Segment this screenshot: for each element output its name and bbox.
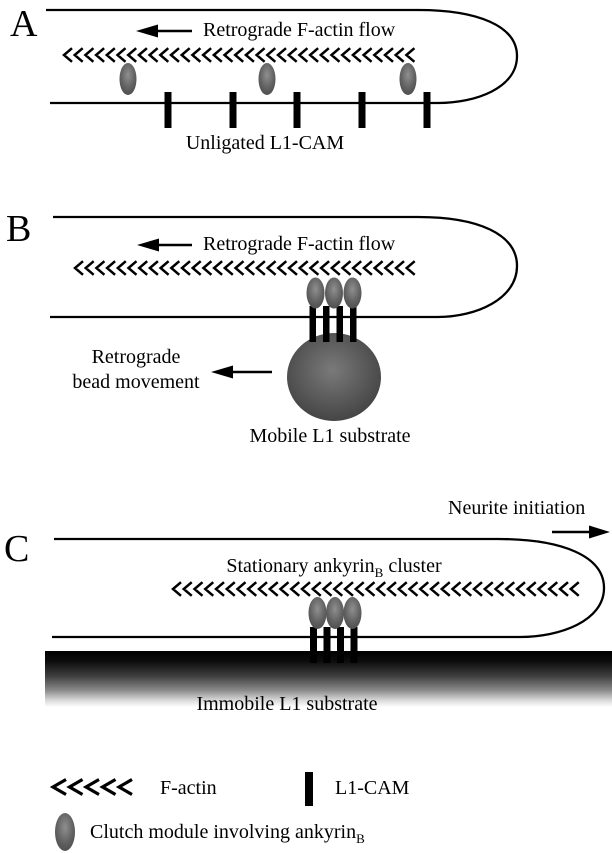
l1cam-bar	[350, 306, 357, 342]
panel-a-caption: Unligated L1-CAM	[185, 132, 345, 154]
panel-b-caption: Mobile L1 substrate	[249, 425, 411, 447]
arrowhead-left-icon	[211, 365, 233, 379]
panel-c-label: C	[4, 528, 30, 570]
legend-l1cam-bar	[305, 772, 313, 806]
f-actin-chevron-row-c	[171, 581, 580, 597]
legend-f-actin-chevrons	[49, 778, 133, 796]
neurite-initiation-label: Neurite initiation	[448, 497, 586, 519]
stationary-cluster-label: Stationary ankyrinB cluster	[184, 554, 484, 580]
clutch-module	[325, 277, 343, 309]
retrograde-bead-arrow	[211, 365, 272, 379]
retrograde-flow-arrow-b	[137, 238, 192, 252]
panel-c-graphics	[45, 525, 612, 707]
bead-movement-line2: bead movement	[72, 371, 200, 393]
legend-f-actin-label: F-actin	[160, 777, 217, 799]
clutch-module	[306, 277, 325, 309]
l1cam-bar	[310, 627, 317, 663]
l1cam-bar	[309, 306, 316, 342]
arrowhead-right-icon	[589, 525, 610, 539]
l1cam-bar	[323, 306, 330, 342]
f-actin-chevron-row-b	[73, 260, 416, 276]
legend-l1cam-label: L1-CAM	[335, 777, 410, 799]
l1cam-bar	[358, 92, 366, 128]
panel-a-flow-label: Retrograde F-actin flow	[203, 19, 396, 41]
l1cam-bar	[350, 627, 358, 663]
clutch-module	[119, 63, 137, 95]
legend-clutch-module	[55, 813, 75, 851]
panel-b-flow-label: Retrograde F-actin flow	[203, 233, 396, 255]
panel-b-label: B	[6, 208, 32, 250]
l1cam-bar	[323, 627, 331, 663]
arrowhead-left-icon	[136, 24, 158, 38]
legend-clutch-subscript: B	[356, 831, 365, 846]
growth-cone-outline-a	[46, 8, 519, 105]
panel-a-graphics	[46, 8, 519, 128]
f-actin-chevron-row-a	[62, 47, 416, 63]
clutch-module	[343, 597, 362, 629]
retrograde-flow-arrow-a	[136, 24, 192, 38]
l1cam-bar	[336, 306, 343, 342]
l1cam-bar	[293, 92, 301, 128]
clutch-module	[258, 63, 276, 95]
arrowhead-left-icon	[137, 238, 159, 252]
growth-cone-outline-c	[52, 537, 606, 639]
growth-cone-outline-b	[50, 215, 519, 319]
cluster-label-suffix: cluster	[383, 555, 442, 577]
legend-clutch-label: Clutch module involving ankyrinB	[90, 820, 365, 846]
l1cam-bar	[337, 627, 344, 663]
legend-graphics	[49, 772, 313, 851]
cluster-label-subscript: B	[374, 565, 384, 580]
clutch-module	[399, 63, 417, 95]
clutch-module	[308, 597, 327, 629]
clutch-module	[343, 277, 362, 309]
l1cam-bar	[423, 92, 431, 128]
l1cam-bar	[229, 92, 237, 128]
bead-movement-label: Retrograde bead movement	[36, 345, 236, 395]
panel-b-graphics	[50, 215, 519, 421]
legend-clutch-text: Clutch module involving ankyrin	[90, 821, 357, 843]
clutch-module	[326, 597, 344, 629]
bead-movement-line1: Retrograde	[91, 346, 181, 368]
neurite-initiation-arrow	[552, 525, 610, 539]
bead	[287, 333, 381, 421]
panel-a-label: A	[10, 3, 38, 45]
panel-c-caption: Immobile L1 substrate	[196, 693, 378, 715]
l1cam-bar	[164, 92, 172, 128]
cluster-label-text: Stationary ankyrin	[226, 555, 375, 577]
